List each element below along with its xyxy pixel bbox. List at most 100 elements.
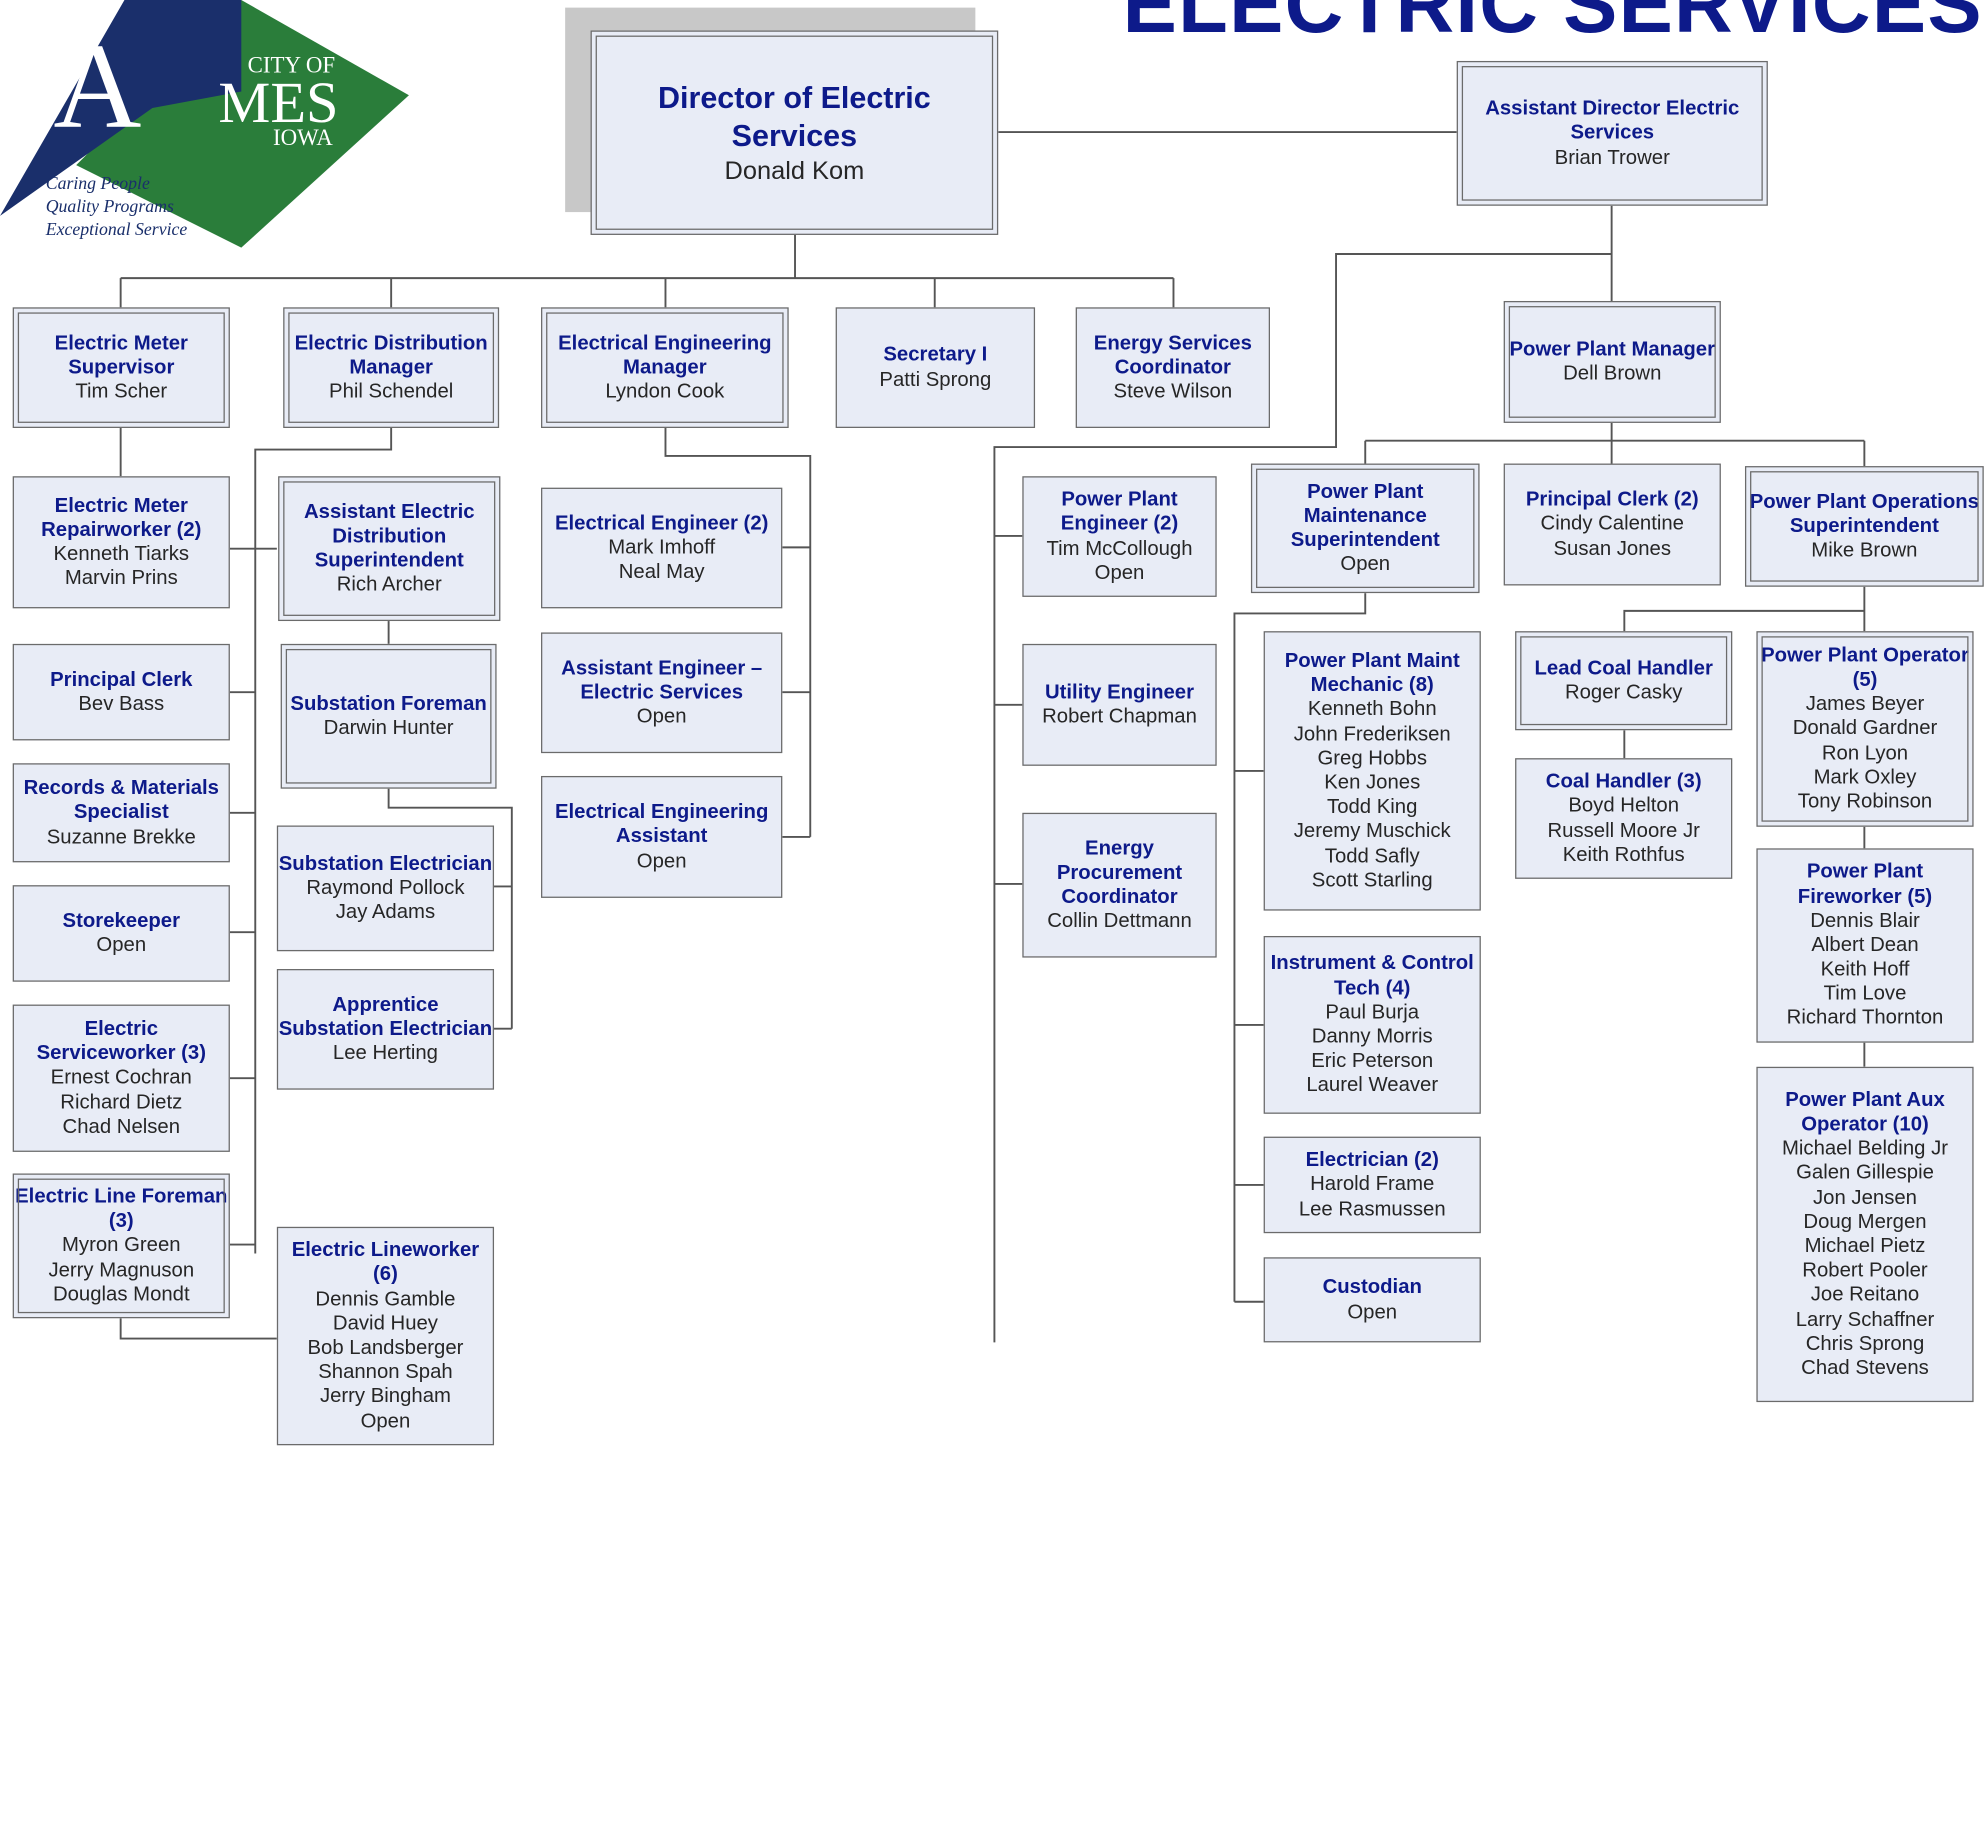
node-title: Substation Electrician	[278, 853, 493, 875]
node-name: Ron Lyon	[1821, 742, 1909, 765]
node-title: Secretary I	[883, 344, 988, 367]
node-title: Principal Clerk (2)	[1525, 489, 1699, 511]
node-name: Raymond Pollock	[306, 877, 465, 900]
node-name: Roger Casky	[1564, 681, 1683, 704]
node-name: Chris Sprong	[1805, 1333, 1925, 1355]
node-name: David Huey	[332, 1312, 438, 1335]
node-name: Marvin Prins	[64, 567, 178, 590]
node-title: Utility Engineer	[1044, 681, 1195, 704]
node-name: Donald Gardner	[1792, 718, 1938, 740]
node-name: Danny Morris	[1311, 1026, 1433, 1048]
node-name: Chad Stevens	[1801, 1357, 1929, 1380]
node-title: Storekeeper	[62, 910, 181, 932]
page-title: ELECTRIC SERVICES	[1122, 0, 1983, 50]
node-name: Lyndon Cook	[605, 381, 725, 403]
node-title: Electric Distribution Manager	[294, 332, 488, 379]
node-name: Albert Dean	[1811, 934, 1919, 957]
node-name: Phil Schendel	[329, 381, 454, 403]
node-title: Electric Meter Repairworker (2)	[41, 494, 202, 541]
node-name: Myron Green	[61, 1234, 181, 1257]
node-title: Apprentice Substation Electrician	[278, 994, 493, 1041]
node-name: Laurel Weaver	[1306, 1074, 1439, 1097]
node-title: Electrician (2)	[1305, 1149, 1439, 1172]
node-name: Kenneth Bohn	[1307, 699, 1437, 721]
node-name: Collin Dettmann	[1047, 910, 1192, 933]
node-name: Lee Herting	[332, 1042, 438, 1065]
node-title: Lead Coal Handler	[1534, 657, 1713, 680]
node-title: Electric Meter Supervisor	[54, 332, 188, 379]
node-asst-dist-super: Assistant Electric Distribution Superint…	[278, 476, 501, 622]
node-title: Electrical Engineering Assistant	[554, 801, 769, 848]
node-name: Bev Bass	[78, 693, 165, 716]
node-name: Larry Schaffner	[1795, 1308, 1935, 1331]
node-serviceworker: Electric Serviceworker (3)Ernest Cochran…	[12, 1004, 230, 1152]
node-name: Rich Archer	[336, 574, 442, 596]
node-name: Harold Frame	[1310, 1173, 1435, 1196]
logo-tagline-1: Caring People	[46, 173, 150, 193]
node-name: Chad Nelsen	[62, 1116, 181, 1138]
node-name: Open	[1094, 562, 1145, 584]
node-name: Michael Pietz	[1804, 1235, 1926, 1258]
node-title: Power Plant Aux Operator (10)	[1785, 1089, 1945, 1136]
node-title: Electric Lineworker (6)	[291, 1239, 480, 1286]
node-name: Steve Wilson	[1113, 381, 1233, 403]
node-title: Power Plant Maint Mechanic (8)	[1284, 650, 1460, 697]
node-title: Director of Electric Services	[658, 80, 931, 154]
node-name: Joe Reitano	[1810, 1284, 1920, 1307]
node-name: Keith Rothfus	[1562, 844, 1685, 866]
node-name: Neal May	[618, 561, 705, 584]
node-title: Electric Line Foreman (3)	[15, 1186, 228, 1233]
node-title: Power Plant Maintenance Superintendent	[1290, 480, 1440, 552]
node-name: Jay Adams	[335, 901, 436, 924]
logo-letter-a: A	[53, 19, 141, 154]
node-name: Douglas Mondt	[52, 1283, 190, 1306]
node-title: Assistant Engineer – Electric Services	[561, 657, 763, 704]
node-name: Todd Safly	[1324, 845, 1420, 867]
node-name: James Beyer	[1805, 693, 1925, 716]
node-pp-aux: Power Plant Aux Operator (10)Michael Bel…	[1756, 1066, 1974, 1403]
node-name: Ernest Cochran	[50, 1067, 192, 1089]
node-name: Jeremy Muschick	[1293, 820, 1451, 843]
node-title: Assistant Director Electric Services	[1485, 98, 1740, 145]
node-name: Open	[636, 706, 687, 728]
node-name: Kenneth Tiarks	[53, 543, 190, 566]
node-name: Cindy Calentine	[1540, 513, 1684, 536]
node-name: Brian Trower	[1554, 146, 1670, 169]
node-name: Jerry Magnuson	[48, 1259, 195, 1281]
node-name: Scott Starling	[1311, 869, 1433, 892]
node-name: Doug Mergen	[1803, 1211, 1927, 1233]
node-name: Dell Brown	[1563, 363, 1662, 385]
node-name: Lee Rasmussen	[1298, 1198, 1446, 1220]
node-name: Open	[360, 1410, 411, 1433]
node-name: Donald Kom	[724, 156, 865, 185]
node-title: Energy Services Coordinator	[1093, 332, 1252, 379]
node-name: Robert Pooler	[1802, 1260, 1928, 1282]
logo-letters-mes: MES	[218, 70, 338, 135]
node-name: Suzanne Brekke	[46, 826, 196, 848]
node-name: Richard Dietz	[60, 1091, 183, 1114]
node-name: Jerry Bingham	[319, 1386, 451, 1408]
node-title: Custodian	[1322, 1276, 1422, 1299]
logo-city-of: CITY OF	[248, 52, 335, 77]
node-name: Mike Brown	[1811, 539, 1918, 562]
logo-tagline-2: Quality Programs	[46, 196, 174, 216]
node-name: Jon Jensen	[1813, 1186, 1917, 1209]
node-name: Tony Robinson	[1797, 791, 1933, 813]
node-title: Records & Materials Specialist	[23, 777, 219, 824]
